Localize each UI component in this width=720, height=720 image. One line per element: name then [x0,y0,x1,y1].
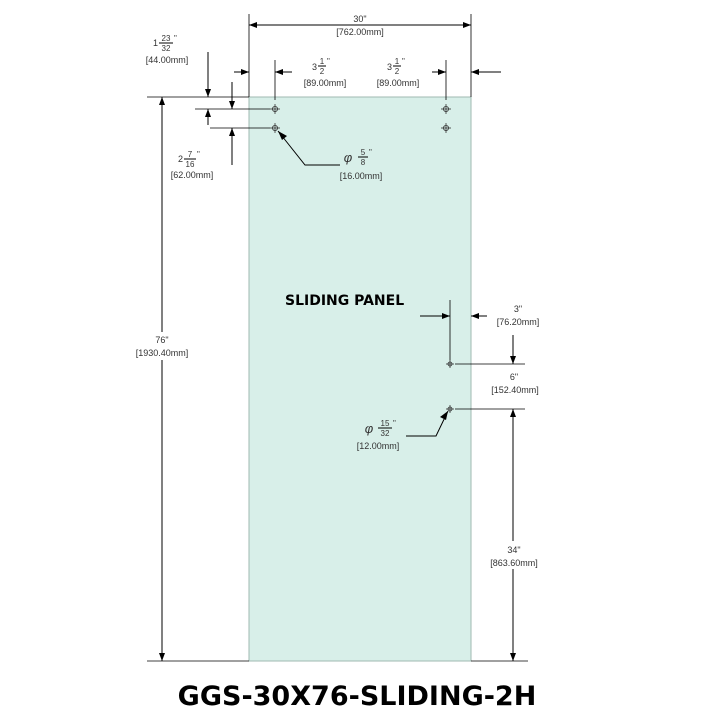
right-inset-den: 2 [395,67,400,76]
handle-spacing-imperial: 6" [510,372,518,382]
left-inset-num: 1 [320,57,325,66]
top-dia-symbol: φ [344,150,353,165]
spacing-unit: " [197,150,200,159]
right-inset-unit: " [402,57,405,66]
right-hole-inset-dimension: 3 1 2 " [89.00mm] [377,57,501,100]
height-dimension: 76" [1930.40mm] [128,97,249,662]
handle-height-dimension: 34" [863.60mm] [471,409,545,662]
spacing-metric: [62.00mm] [171,170,214,180]
top-offset-metric: [44.00mm] [146,55,189,65]
top-dia-metric: [16.00mm] [340,171,383,181]
hole-top-right-lower [441,123,451,133]
top-hole-diameter-callout: φ 5 8 " [16.00mm] [277,130,383,181]
right-inset-whole: 3 [387,62,392,72]
width-dimension: 30" [762.00mm] [248,14,472,97]
left-inset-whole: 3 [312,62,317,72]
spacing-whole: 2 [178,154,183,164]
handle-dia-unit: " [393,419,396,428]
left-hole-inset-dimension: 3 1 2 " [89.00mm] [234,57,346,100]
left-inset-unit: " [327,57,330,66]
top-offset-num: 23 [162,34,171,43]
handle-dia-num: 15 [381,419,390,428]
handle-dia-den: 32 [381,429,390,438]
spacing-den: 16 [186,160,195,169]
height-metric: [1930.40mm] [136,348,189,358]
left-inset-metric: [89.00mm] [304,78,347,88]
handle-hole-upper [446,360,454,368]
top-offset-unit: " [174,34,177,43]
height-imperial: 76" [155,335,168,345]
right-inset-num: 1 [395,57,400,66]
edge-offset-metric: [76.20mm] [497,317,540,327]
handle-hole-lower [446,405,454,413]
spacing-num: 7 [188,150,193,159]
panel-label: SLIDING PANEL [285,293,404,309]
handle-spacing-metric: [152.40mm] [491,385,539,395]
hole-top-left-lower [270,123,280,133]
top-offset-whole: 1 [153,38,158,48]
handle-dia-symbol: φ [365,421,374,436]
glass-panel [248,96,472,662]
width-imperial: 30" [353,14,366,24]
hole-top-right-upper [441,104,451,114]
width-metric: [762.00mm] [336,27,384,37]
edge-offset-imperial: 3" [514,304,522,314]
right-inset-metric: [89.00mm] [377,78,420,88]
hole-spacing-dimension: 2 7 16 " [62.00mm] [171,82,270,180]
handle-height-metric: [863.60mm] [490,558,538,568]
left-inset-den: 2 [320,67,325,76]
hole-top-left-upper [270,104,280,114]
top-offset-den: 32 [162,44,171,53]
handle-dia-metric: [12.00mm] [357,441,400,451]
top-dia-den: 8 [361,158,366,167]
handle-height-imperial: 34" [507,545,520,555]
handle-edge-offset-dimension: 3" [76.20mm] [420,300,539,360]
top-dia-num: 5 [361,148,366,157]
part-number-title: GGS-30X76-SLIDING-2H [178,681,537,712]
top-dia-unit: " [369,148,372,157]
handle-hole-diameter-callout: φ 15 32 " [12.00mm] [357,410,449,451]
